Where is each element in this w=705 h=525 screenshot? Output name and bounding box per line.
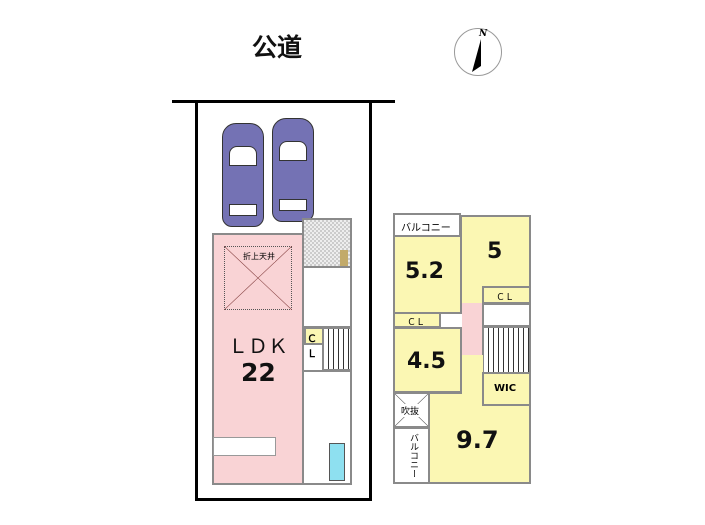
room-5-label: 5 xyxy=(487,239,503,264)
balcony-top-label: バルコニー xyxy=(401,223,451,234)
walk-in-closet: WIC xyxy=(482,372,531,406)
balcony-side-label: バルコニー xyxy=(408,433,418,478)
road-label: 公道 xyxy=(252,33,303,62)
void-label: 吹抜 xyxy=(401,404,420,417)
closet-5-2: ＣＬ xyxy=(393,312,441,328)
ldk-label: ＬＤＫ xyxy=(228,334,288,358)
kitchen-counter xyxy=(213,437,276,456)
compass: N xyxy=(454,28,502,76)
closet-1f: ＣＬ xyxy=(304,327,324,360)
stairs-1f xyxy=(322,327,352,371)
car-1 xyxy=(222,123,264,227)
closet-5-2-label: ＣＬ xyxy=(407,318,426,328)
room-4-5: 4.5 xyxy=(393,327,462,393)
room-9-7-upper xyxy=(462,355,483,395)
closet-5-label: ＣＬ xyxy=(496,293,515,303)
car-2 xyxy=(272,118,314,222)
room-9-7-label: 9.7 xyxy=(456,426,499,454)
stairs-2f xyxy=(482,326,531,374)
compass-arrow-icon xyxy=(472,39,481,72)
hallway-1f xyxy=(302,266,352,328)
closet-5: ＣＬ xyxy=(482,286,531,304)
closet-1f-label: ＣＬ xyxy=(307,334,317,360)
wic-label: WIC xyxy=(494,383,517,394)
raised-ceiling: 折上天井 xyxy=(224,246,292,310)
room-5-2: 5.2 xyxy=(393,235,462,314)
ldk-size: 22 xyxy=(241,358,276,387)
balcony-top: バルコニー xyxy=(393,213,461,237)
hall-2f xyxy=(462,303,483,355)
road-boundary xyxy=(172,100,395,103)
lot-boundary xyxy=(195,101,372,501)
room-4-5-label: 4.5 xyxy=(407,349,446,374)
balcony-side: バルコニー xyxy=(393,427,430,484)
compass-north-label: N xyxy=(479,29,488,39)
bathtub xyxy=(329,443,345,481)
void: 吹抜 xyxy=(393,392,430,428)
room-5-2-label: 5.2 xyxy=(405,259,444,284)
raised-ceiling-label: 折上天井 xyxy=(243,251,275,262)
toilet-2f xyxy=(482,303,531,327)
